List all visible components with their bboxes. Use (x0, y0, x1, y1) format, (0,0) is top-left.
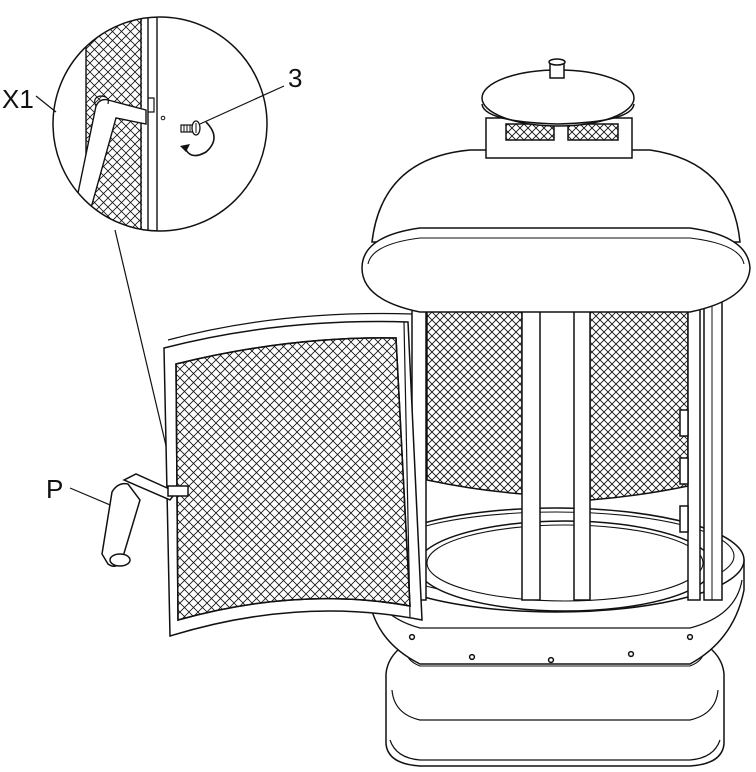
callout-x1-label: X1 (2, 84, 34, 114)
fire-bowl-opening (416, 520, 714, 612)
leader-x1 (35, 95, 57, 113)
chimney (481, 58, 635, 159)
dome-lid (361, 149, 751, 313)
door-handle (101, 473, 189, 567)
door-hinges (679, 409, 689, 533)
detail-screw-icon (180, 120, 201, 136)
fire-pit (101, 58, 751, 767)
callout-screw-label: 3 (288, 63, 303, 93)
leader-3 (199, 85, 285, 125)
tighten-arrow-icon (185, 121, 215, 157)
rear-mesh-panels (426, 305, 689, 501)
detail-handle (71, 95, 147, 227)
callout-handle-label: P (46, 474, 64, 504)
open-door (163, 312, 423, 638)
detail-view-circle (52, 16, 268, 232)
